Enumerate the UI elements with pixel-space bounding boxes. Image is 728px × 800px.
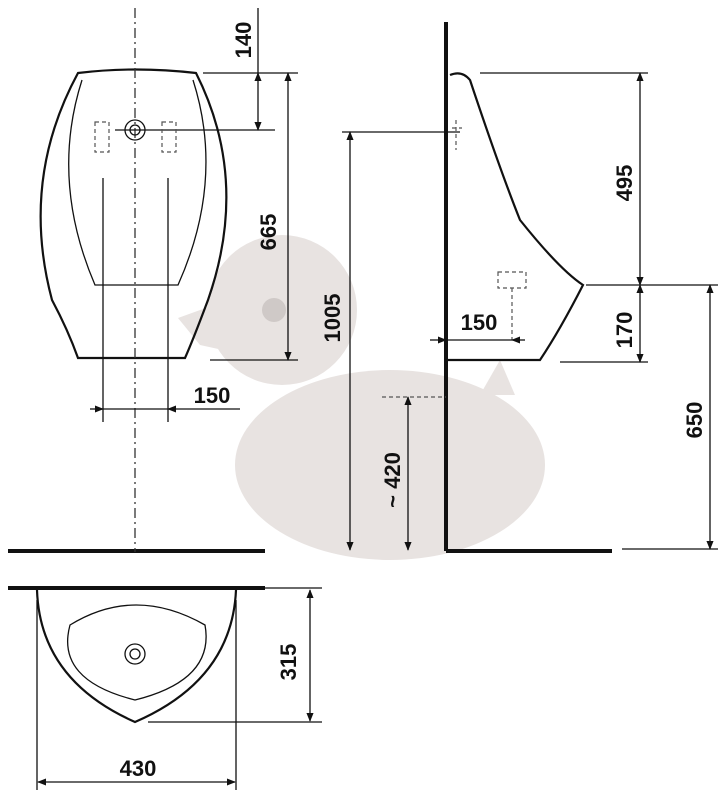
drain-fitting-icon <box>124 643 146 665</box>
side-view <box>430 72 718 550</box>
duck-watermark <box>178 235 545 560</box>
dim-495: 495 <box>612 165 637 202</box>
dim-315: 315 <box>276 644 301 681</box>
dim-150-side: 150 <box>461 310 498 335</box>
plan-view <box>35 587 322 790</box>
dim-170: 170 <box>612 312 637 349</box>
dim-650: 650 <box>682 402 707 439</box>
front-view <box>39 8 298 552</box>
dim-665: 665 <box>256 214 281 251</box>
dim-140: 140 <box>231 22 256 59</box>
duck-eye-icon <box>262 298 286 322</box>
dim-430: 430 <box>120 756 157 781</box>
center-dimensions <box>342 131 460 551</box>
dim-420: ~ 420 <box>380 452 405 508</box>
dim-150-front: 150 <box>194 383 231 408</box>
dim-1005: 1005 <box>320 294 345 343</box>
